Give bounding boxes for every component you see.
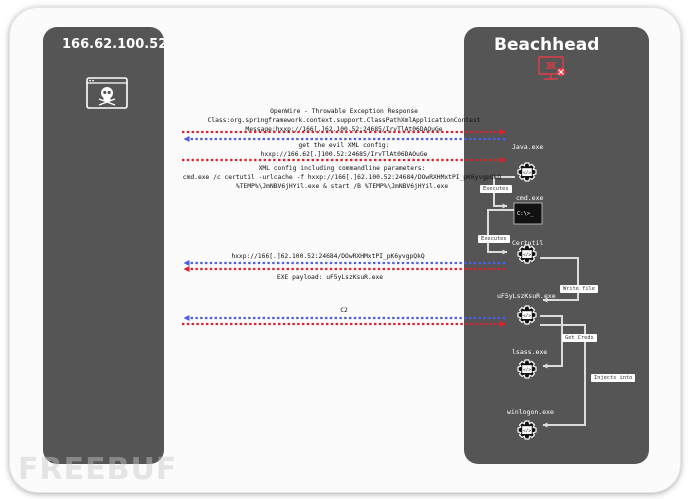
certutil-url-label: hxxp://166[.]62.100.52:24684/DOwRXHMxtPI… (231, 253, 425, 260)
cmd-terminal-icon (513, 202, 543, 225)
exe-payload-label: EXE payload: uF5yLszKsuR.exe (276, 274, 384, 281)
payload-exe-label: uF5yLszKsuR.exe (497, 292, 556, 300)
attacker-ip-title: 166.62.100.52 (62, 37, 168, 52)
certutil-label: Certutil (512, 239, 544, 247)
lsass-exe-label: lsass.exe (512, 348, 548, 356)
get-xml-label: get the evil XML config: hxxp://166.62[.… (260, 142, 428, 158)
executes-tag-2: Executes (478, 235, 510, 243)
certutil-process-icon (517, 244, 537, 264)
winlogon-process-icon (517, 420, 537, 440)
java-exe-label: Java.exe (512, 143, 544, 151)
cmd-prompt-text: C:\>_ (517, 211, 534, 217)
beachhead-title: Beachhead (494, 35, 600, 55)
executes-tag-1: Executes (480, 185, 512, 193)
injects-into-tag: Injects into (591, 374, 636, 382)
watermark-logo: FREEBUF (18, 452, 178, 487)
c2-label: C2 (340, 307, 348, 314)
winlogon-exe-label: winlogon.exe (507, 408, 554, 416)
cmd-exe-label: cmd.exe (516, 194, 544, 202)
openwire-message-label: OpenWire - Throwable Exception Response … (207, 108, 481, 133)
payload-process-icon (517, 305, 537, 325)
skull-terminal-icon (86, 77, 128, 109)
xml-config-label: XML config including commandline paramet… (182, 165, 502, 190)
get-creds-tag: Get Creds (562, 334, 597, 342)
write-file-tag: Write file (560, 285, 598, 293)
java-process-icon (517, 162, 537, 182)
lsass-process-icon (517, 359, 537, 379)
beachhead-panel (464, 27, 649, 464)
communication-arrows (182, 129, 506, 327)
infected-computer-icon (538, 56, 566, 80)
